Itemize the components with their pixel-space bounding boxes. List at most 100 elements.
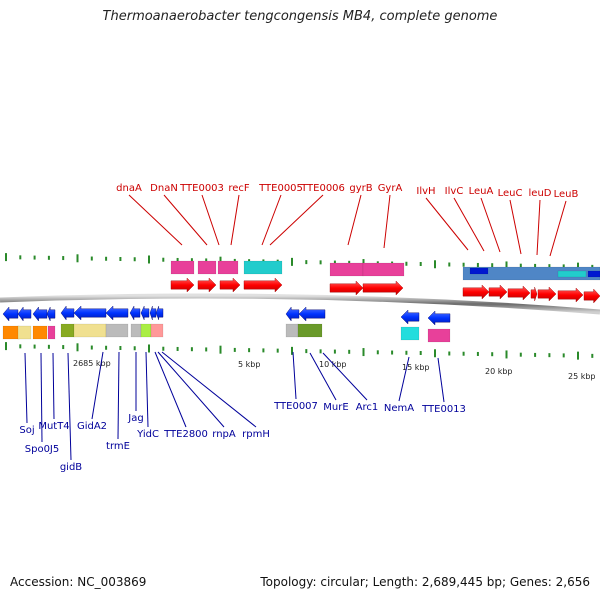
forward-gene-arrow (557, 287, 584, 303)
gene-function-box (217, 260, 239, 275)
label-leader-line (145, 351, 149, 428)
reverse-gene-arrow (46, 306, 56, 322)
gene-label[interactable]: GidA2 (77, 421, 107, 432)
gene-label[interactable]: rnpA (212, 429, 236, 440)
gene-label[interactable]: gyrB (349, 183, 372, 194)
scale-label: 25 kbp (568, 372, 596, 381)
gene-label[interactable]: dnaA (116, 183, 142, 194)
gene-label[interactable]: Spo0J5 (25, 444, 60, 455)
reverse-gene-arrow (17, 306, 32, 322)
reverse-gene-arrow (298, 306, 326, 322)
label-leader-line (261, 194, 282, 246)
forward-gene-arrow (462, 284, 490, 300)
label-leader-line (161, 351, 257, 428)
gene-function-box (150, 323, 164, 338)
scale-label: 15 kbp (402, 363, 430, 372)
scale-label: 5 kbp (238, 360, 260, 369)
gene-label[interactable]: TTE0007 (273, 401, 318, 412)
gene-label[interactable]: trmE (106, 441, 130, 452)
gene-label[interactable]: Arc1 (356, 402, 379, 413)
gene-label[interactable]: NemA (384, 403, 414, 414)
scale-label: 20 kbp (485, 367, 513, 376)
gene-function-box (557, 270, 587, 278)
accession-text: Accession: NC_003869 (10, 575, 147, 589)
gene-label[interactable]: gidB (60, 462, 82, 473)
label-leader-line (453, 197, 485, 252)
gene-label[interactable]: TTE0003 (179, 183, 224, 194)
gene-label[interactable]: Jag (127, 413, 143, 424)
label-leader-line (425, 197, 469, 251)
reverse-gene-arrow (60, 305, 75, 321)
label-leader-line (536, 199, 541, 256)
gene-function-box (140, 323, 152, 338)
reverse-gene-arrow (285, 306, 300, 322)
label-leader-line (309, 352, 337, 401)
gene-label[interactable]: IlvH (416, 186, 435, 197)
gene-function-box (60, 323, 75, 338)
gene-function-box (243, 260, 283, 275)
label-leader-line (40, 352, 43, 443)
gene-function-box (105, 323, 129, 338)
forward-gene-arrow (583, 288, 600, 304)
label-leader-line (480, 197, 501, 253)
label-leader-line (347, 194, 362, 246)
gene-function-box (427, 328, 451, 343)
reverse-gene-arrow (149, 305, 157, 321)
label-leader-line (509, 199, 522, 255)
gene-label[interactable]: leuD (529, 188, 552, 199)
scale-label: 10 kbp (319, 360, 347, 369)
gene-function-box (73, 323, 107, 338)
label-leader-line (201, 194, 220, 246)
gene-label[interactable]: TTE0006 (300, 183, 345, 194)
label-leader-line (163, 194, 208, 246)
forward-gene-arrow (219, 277, 241, 293)
function-boxes (2, 260, 600, 343)
gene-function-box (285, 323, 299, 338)
gene-label[interactable]: DnaN (150, 183, 178, 194)
gene-label[interactable]: IlvC (445, 186, 464, 197)
forward-gene-arrow (243, 277, 283, 293)
genome-backbone (0, 293, 600, 315)
reverse-gene-arrow (2, 306, 19, 322)
reverse-gene-arrow (105, 305, 129, 321)
label-leader-line (230, 194, 240, 246)
reverse-gene-arrow (140, 305, 150, 321)
label-leader-line (398, 356, 410, 402)
forward-gene-arrow (362, 280, 404, 296)
gene-function-box (47, 325, 56, 340)
gene-label[interactable]: YidC (136, 429, 159, 440)
gene-label[interactable]: MurE (323, 402, 348, 413)
forward-gene-arrow (537, 286, 557, 302)
reverse-gene-arrow (427, 310, 451, 326)
gene-label[interactable]: recF (228, 183, 250, 194)
label-leader-line (117, 351, 120, 440)
gene-function-box (197, 260, 217, 275)
reverse-gene-arrow (155, 305, 164, 321)
gene-function-box (297, 323, 323, 338)
gene-label[interactable]: rpmH (242, 429, 270, 440)
forward-gene-arrow (507, 285, 531, 301)
gene-label[interactable]: TTE0013 (421, 404, 466, 415)
gene-label[interactable]: LeuC (498, 188, 523, 199)
forward-gene-arrow (197, 277, 217, 293)
label-leader-line (157, 351, 225, 428)
gene-function-box (170, 260, 195, 275)
label-leader-line (383, 194, 391, 249)
gene-label[interactable]: Soj (19, 425, 34, 436)
label-leader-line (154, 351, 187, 428)
gene-label[interactable]: TTE2800 (163, 429, 208, 440)
label-leader-line (322, 352, 368, 401)
reverse-gene-arrow (400, 309, 420, 325)
gene-function-box (362, 262, 405, 277)
gene-label[interactable]: LeuB (554, 189, 579, 200)
gene-function-box (329, 262, 364, 277)
genome-summary: Topology: circular; Length: 2,689,445 bp… (260, 575, 590, 589)
forward-gene-arrow (170, 277, 195, 293)
gene-label[interactable]: TTE0005 (258, 183, 303, 194)
gene-label[interactable]: MutT4 (38, 421, 69, 432)
label-leader-line (52, 352, 55, 420)
gene-label[interactable]: GyrA (378, 183, 403, 194)
gene-label[interactable]: LeuA (469, 186, 494, 197)
